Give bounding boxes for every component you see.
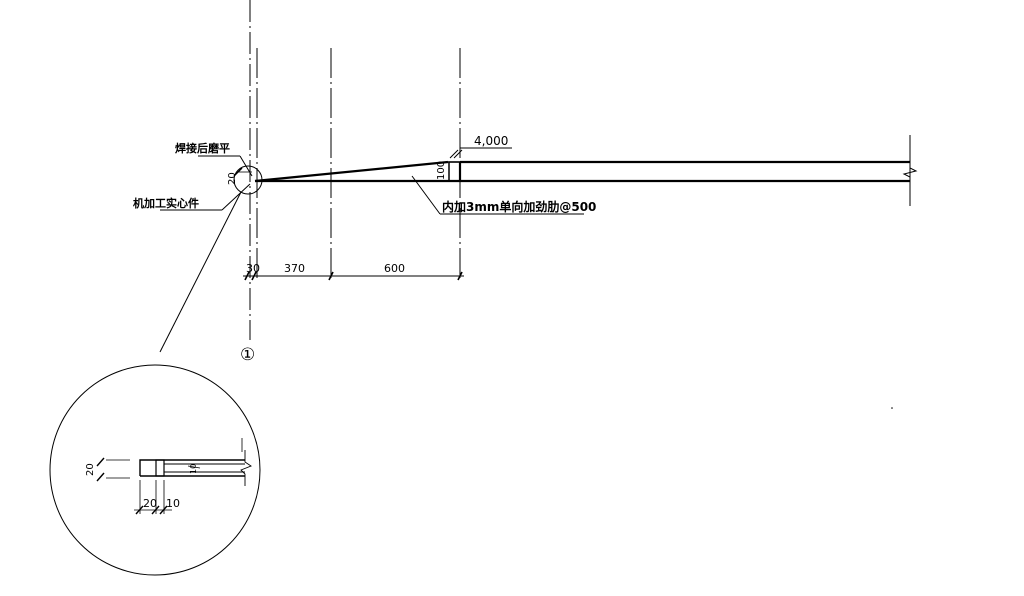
dim-370: 370 (284, 262, 305, 275)
dim-600: 600 (384, 262, 405, 275)
depth-left-label: 20 (227, 172, 238, 185)
detail-leader-line (159, 191, 242, 353)
detail-width-b: 10 (166, 497, 180, 510)
weld-note-arrow (239, 155, 253, 177)
detail-width-a: 20 (143, 497, 157, 510)
stiffener-leader (411, 175, 441, 215)
stray-dot (891, 407, 893, 409)
beam-profile (254, 160, 918, 183)
axis-label: ① (240, 345, 255, 365)
thickness-arrow-2 (453, 149, 463, 159)
dimension-chain (243, 271, 464, 281)
depth-right-label: 100 (436, 161, 447, 180)
depth-left-tick (233, 167, 243, 177)
detail-marker-circle (233, 165, 263, 195)
thickness-arrow (449, 149, 459, 159)
detail-small: 10 (189, 464, 198, 474)
detail-height: 20 (85, 463, 96, 476)
dim-30: 30 (246, 262, 260, 275)
machined-note-arrow (221, 183, 251, 211)
weld-note: 焊接后磨平 (175, 141, 230, 155)
thickness-label: 4,000 (474, 134, 508, 148)
detail-enlargement (49, 364, 261, 576)
stiffener-note: 内加3mm单向加劲肋@500 (442, 199, 596, 214)
machined-note: 机加工实心件 (133, 196, 199, 210)
